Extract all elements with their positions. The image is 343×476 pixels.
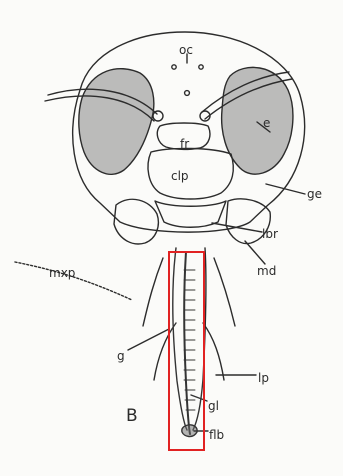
clypeus-outline — [148, 148, 233, 199]
label-flb: flb — [209, 429, 224, 441]
leader-ge — [266, 184, 305, 194]
label-ge: ge — [307, 188, 322, 200]
label-gl: gl — [208, 400, 219, 412]
left-maxillary-palp — [143, 258, 163, 326]
highlight-box — [168, 251, 205, 451]
label-e: e — [263, 117, 270, 129]
ocellus-left — [172, 65, 176, 69]
label-mxp: mxp — [49, 267, 75, 279]
figure-letter: B — [126, 408, 138, 425]
label-lbr: lbr — [262, 228, 278, 240]
left-antennal-socket — [153, 111, 163, 121]
right-labial-palp — [203, 323, 224, 380]
label-md: md — [257, 265, 276, 277]
leader-md — [245, 241, 265, 264]
ocellus-right — [199, 65, 203, 69]
label-fr: fr — [180, 138, 189, 150]
label-g: g — [117, 350, 125, 362]
median-ocellus — [185, 91, 190, 96]
label-clp: clp — [171, 170, 189, 182]
label-lp: lp — [258, 372, 269, 384]
left-compound-eye — [79, 69, 154, 175]
right-maxillary-palp — [214, 258, 235, 326]
label-oc: oc — [179, 44, 193, 56]
